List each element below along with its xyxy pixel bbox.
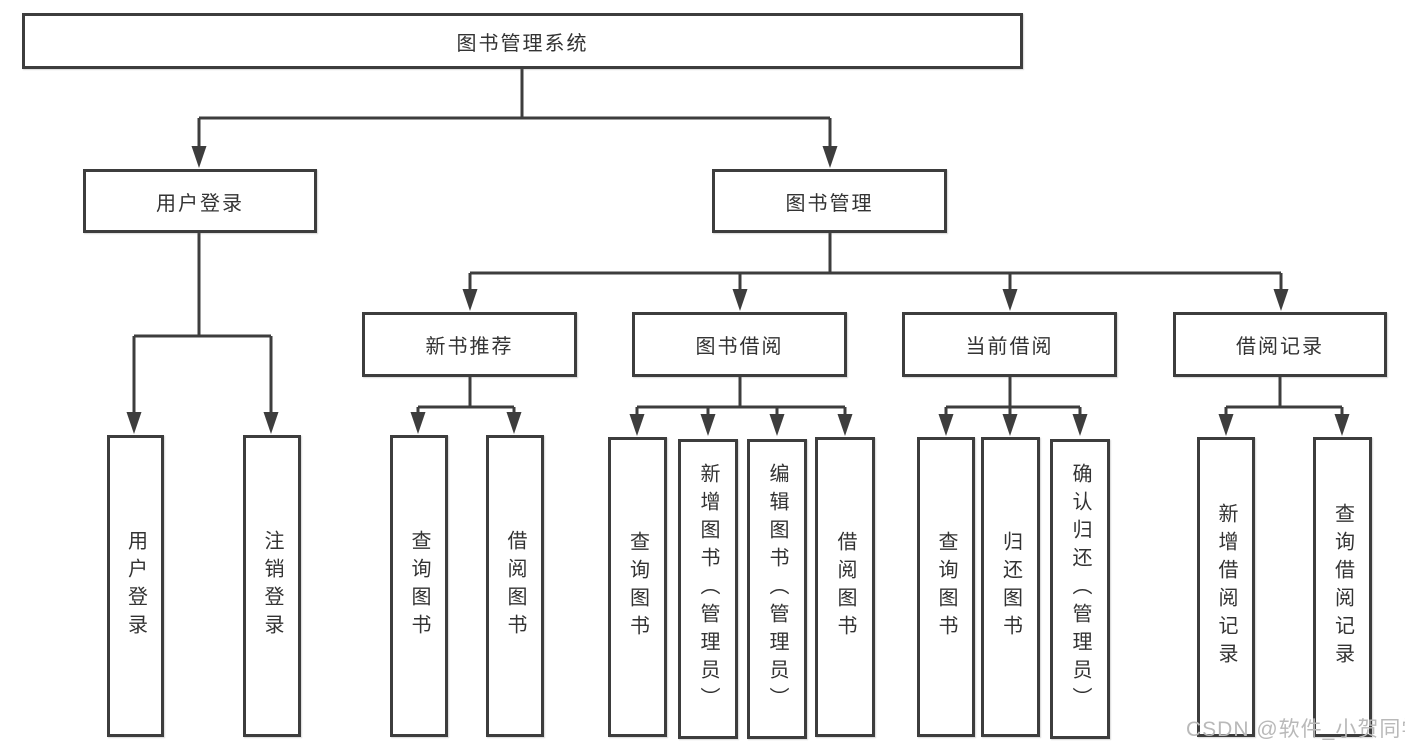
node-library-system: 图书管理系统	[22, 13, 1023, 69]
node-user-login-label: 用户登录	[156, 192, 244, 215]
leaf-confirm-return-admin: 确认归还（管理员）	[1050, 439, 1110, 739]
leaf-add-borrow-record: 新增借阅记录	[1197, 437, 1255, 737]
node-borrowing-records: 借阅记录	[1173, 312, 1387, 377]
node-new-book-recommend: 新书推荐	[362, 312, 577, 377]
leaf-user-login-label: 用户登录	[124, 530, 147, 642]
leaf-add-books-admin: 新增图书（管理员）	[678, 439, 738, 739]
leaf-return-books-label: 归还图书	[999, 531, 1022, 643]
leaf-borrow-books-recommend: 借阅图书	[486, 435, 544, 737]
leaf-query-books-recommend-label: 查询图书	[408, 530, 430, 642]
node-current-borrowing: 当前借阅	[902, 312, 1117, 377]
node-book-borrowing: 图书借阅	[632, 312, 847, 377]
leaf-edit-books-admin-label: 编辑图书（管理员）	[766, 463, 788, 715]
node-current-borrowing-label: 当前借阅	[965, 336, 1054, 358]
leaf-query-borrow-record: 查询借阅记录	[1313, 437, 1372, 737]
leaf-query-books-recommend: 查询图书	[390, 435, 448, 737]
node-library-system-label: 图书管理系统	[456, 32, 589, 55]
leaf-user-login: 用户登录	[107, 435, 164, 737]
leaf-borrow-books-recommend-label: 借阅图书	[504, 530, 526, 642]
leaf-query-books-borrowing-label: 查询图书	[626, 531, 649, 643]
leaf-add-books-admin-label: 新增图书（管理员）	[697, 463, 719, 715]
leaf-logout: 注销登录	[243, 435, 301, 737]
leaf-add-borrow-record-label: 新增借阅记录	[1215, 503, 1237, 671]
leaf-logout-label: 注销登录	[261, 530, 283, 642]
watermark: CSDN @软件_小贺同学	[1186, 718, 1405, 741]
leaf-query-borrow-record-label: 查询借阅记录	[1331, 503, 1354, 671]
node-borrowing-records-label: 借阅记录	[1236, 336, 1324, 358]
node-book-management-label: 图书管理	[785, 192, 874, 215]
leaf-query-books-current: 查询图书	[917, 437, 975, 737]
node-user-login: 用户登录	[83, 169, 317, 233]
leaf-confirm-return-admin-label: 确认归还（管理员）	[1069, 463, 1091, 715]
leaf-return-books: 归还图书	[981, 437, 1040, 737]
leaf-query-books-borrowing: 查询图书	[608, 437, 667, 737]
node-new-book-recommend-label: 新书推荐	[425, 336, 514, 358]
node-book-borrowing-label: 图书借阅	[695, 336, 784, 358]
node-book-management: 图书管理	[712, 169, 947, 233]
leaf-borrow-books-borrowing: 借阅图书	[815, 437, 875, 737]
leaf-edit-books-admin: 编辑图书（管理员）	[747, 439, 807, 739]
leaf-borrow-books-borrowing-label: 借阅图书	[834, 531, 856, 643]
leaf-query-books-current-label: 查询图书	[935, 531, 957, 643]
